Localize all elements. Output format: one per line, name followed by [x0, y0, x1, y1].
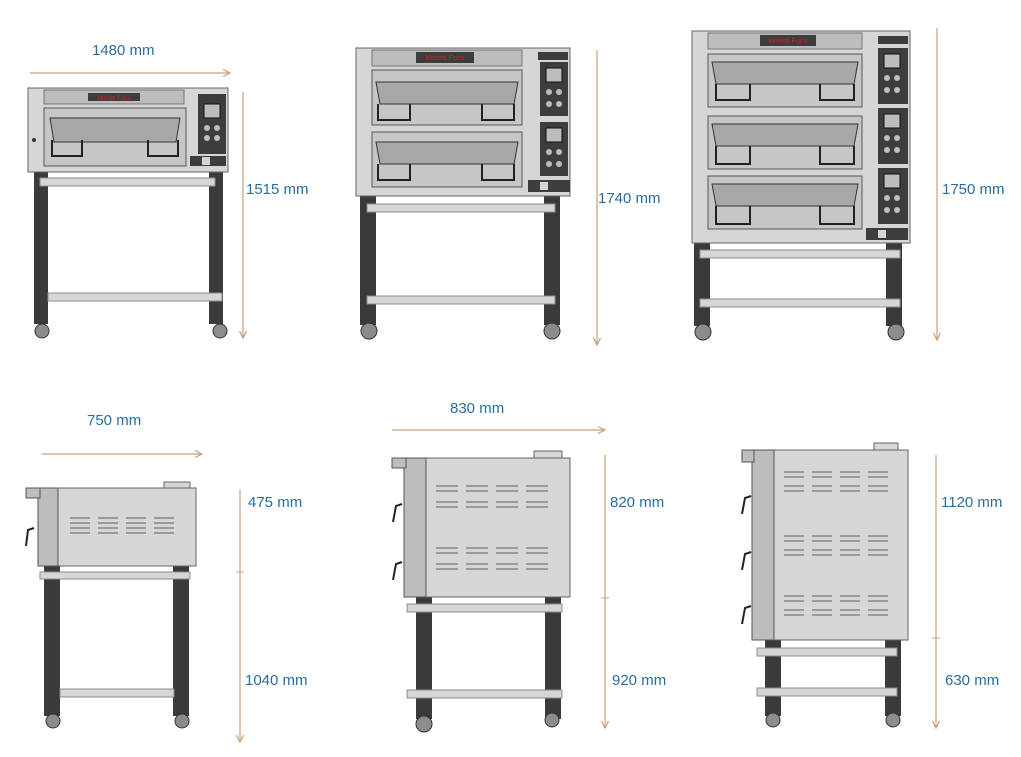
stand-shelf: [47, 292, 223, 302]
stand-leg: [416, 597, 432, 719]
oven-height-label: 820 mm: [610, 494, 665, 511]
stand-shelf: [366, 295, 556, 305]
stand-leg: [765, 640, 781, 716]
door-handle: [377, 164, 411, 181]
stand-shelf: [699, 249, 901, 259]
door-profile: [37, 487, 59, 567]
oven-side-panel: [425, 457, 571, 598]
caster-wheel: [694, 323, 712, 341]
brand-label: Moretti Forni: [97, 96, 131, 102]
front-width-label: 1480 mm: [92, 42, 155, 59]
stand-shelf: [699, 298, 901, 308]
caster-wheel: [34, 323, 50, 339]
stand-height-label: 1040 mm: [245, 672, 308, 689]
stand-shelf: [39, 177, 216, 187]
stand-leg: [360, 195, 376, 325]
brand-label: Moretti Forni: [768, 38, 808, 45]
door-window: [49, 117, 181, 143]
stand-leg: [885, 640, 901, 716]
caster-wheel: [887, 323, 905, 341]
oven-height-label: 475 mm: [248, 494, 303, 511]
stand-leg: [34, 172, 48, 324]
oven-side-panel: [57, 487, 197, 567]
door-handle: [377, 104, 411, 121]
door-window: [711, 123, 859, 147]
oven-height-label: 1120 mm: [941, 494, 1003, 511]
stand-height-label: 920 mm: [612, 672, 667, 689]
side-view-double-deck: [391, 430, 609, 733]
brand-display: [88, 93, 140, 101]
stand-leg: [545, 597, 561, 719]
caster-wheel: [360, 322, 378, 340]
door-window: [375, 81, 519, 105]
stand-leg: [544, 195, 560, 325]
door-handle: [51, 140, 83, 157]
door-handle: [147, 140, 179, 157]
door-profile: [403, 457, 427, 598]
door-profile: [751, 449, 775, 641]
side-depth-label: 750 mm: [87, 412, 142, 429]
brand-display: [760, 35, 816, 46]
stand-leg: [209, 172, 223, 324]
brand-display: [416, 52, 474, 63]
front-view-single-deck: [27, 73, 243, 339]
stand-leg: [44, 566, 60, 716]
front-height-label: 1740 mm: [598, 190, 661, 207]
door-window: [375, 141, 519, 165]
oven-side-panel: [773, 449, 909, 641]
caster-wheel: [543, 322, 561, 340]
door-window: [711, 61, 859, 85]
side-depth-label: 830 mm: [450, 400, 505, 417]
brand-label: Moretti Forni: [425, 55, 465, 62]
door-handle: [481, 104, 515, 121]
stand-height-label: 630 mm: [945, 672, 1000, 689]
side-view-single-deck: [25, 454, 244, 742]
door-handle: [481, 164, 515, 181]
side-view-triple-deck: [741, 442, 940, 728]
control-panel: [198, 94, 226, 154]
front-height-label: 1750 mm: [942, 181, 1005, 198]
stand-leg: [173, 566, 189, 716]
front-view-triple-deck: [691, 28, 937, 341]
caster-wheel: [212, 323, 228, 339]
stand-shelf: [366, 203, 556, 213]
front-height-label: 1515 mm: [246, 181, 309, 198]
front-view-double-deck: [355, 47, 597, 345]
door-window: [711, 183, 859, 207]
